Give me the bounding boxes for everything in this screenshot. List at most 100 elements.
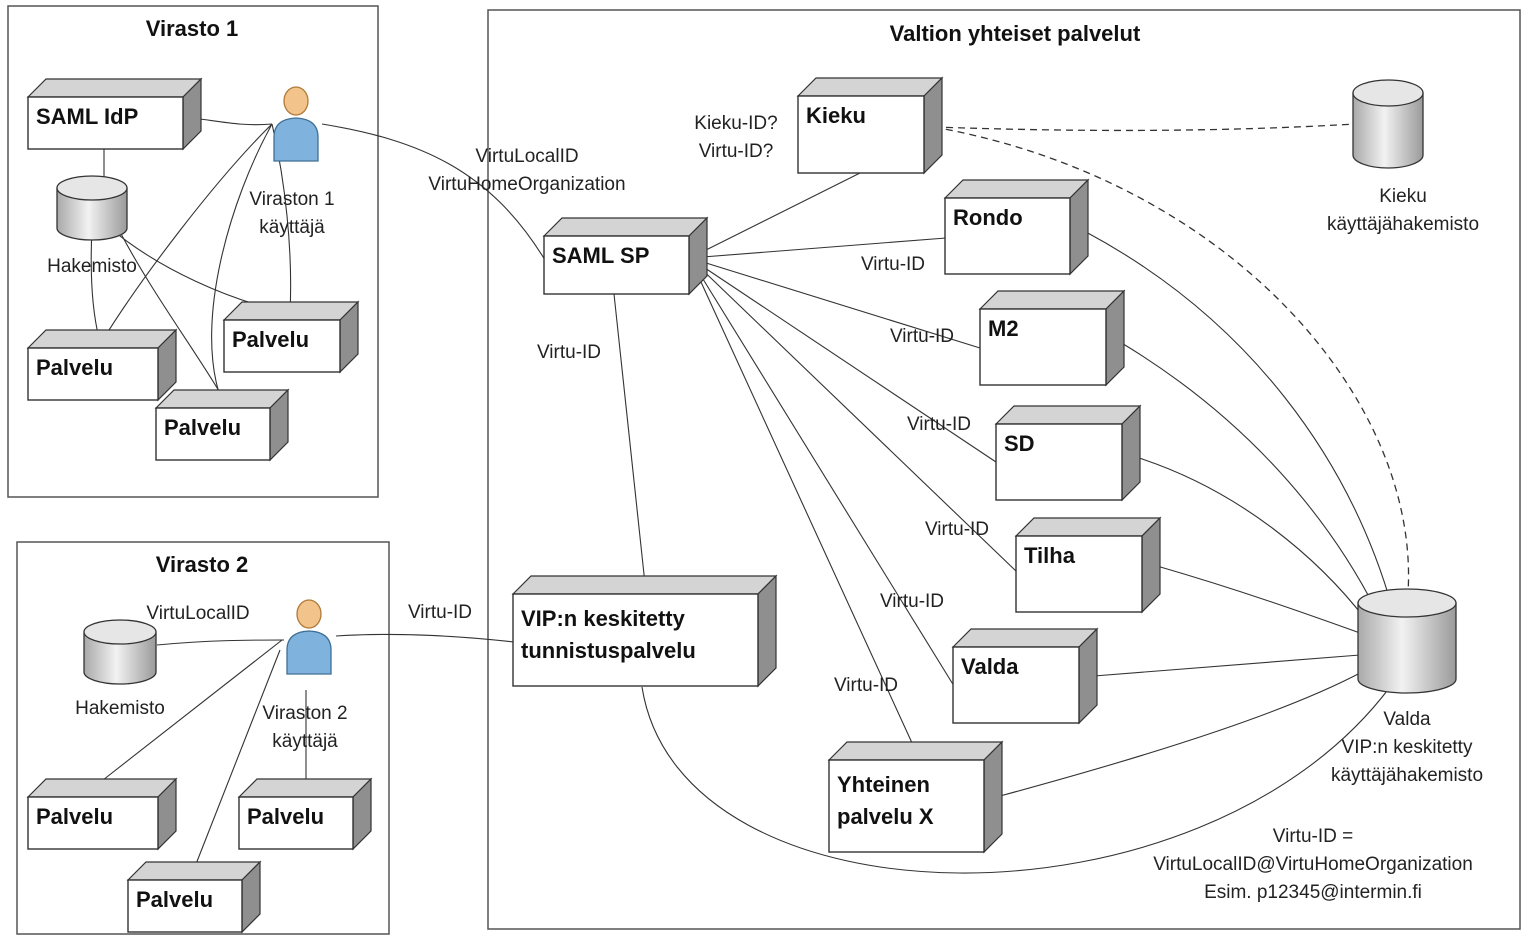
vip-tunnistus-node-top (511, 575, 778, 595)
valda-db-label-line2: VIP:n keskitetty (1342, 737, 1473, 758)
v1-palvelu-a-node-label: Palvelu (36, 355, 113, 380)
kieku-node-top (796, 77, 944, 97)
vip-tunnistus-node-label-line2: tunnistuspalvelu (521, 638, 696, 663)
v1-palvelu-a-node-face (27, 347, 159, 401)
m2-node-label: M2 (988, 316, 1019, 341)
yhteinen-palvelu-node-label-line2: palvelu X (837, 804, 934, 829)
saml-sp-node-top (542, 217, 709, 237)
edge-user1-saml-sp (321, 123, 546, 261)
saml-sp-node: SAML SP (542, 216, 709, 296)
vip-tunnistus-node-side (757, 574, 777, 688)
m2-node-top (978, 290, 1126, 310)
edge-sp-tilha (689, 257, 1019, 574)
edge-m2-valda-db (1119, 341, 1377, 611)
sd-node-top (994, 405, 1142, 425)
label-kieku-id-q: Kieku-ID? (694, 113, 777, 134)
v1-palvelu-a-node: Palvelu (26, 328, 178, 402)
edge-hakemisto1-palvelu-c (117, 227, 223, 397)
yhteinen-palvelu-node-face (828, 759, 985, 853)
label-virtu-id-q: Virtu-ID? (699, 141, 774, 162)
kieku-node-face (797, 95, 925, 174)
saml-idp-node-label: SAML IdP (36, 104, 138, 129)
valda-node-label: Valda (961, 654, 1019, 679)
edge-sd-valda-db (1135, 456, 1367, 621)
edge-sp-m2 (689, 257, 981, 349)
user2-label-line1: Viraston 2 (262, 703, 347, 724)
v1-palvelu-c-node-face (155, 407, 271, 461)
user-1-icon (273, 86, 319, 162)
connections (90, 116, 1410, 874)
edge-vip-valda-db (641, 686, 1391, 874)
yhteinen-palvelu-node-top (827, 741, 1004, 761)
v1-palvelu-b-node-label: Palvelu (232, 327, 309, 352)
label-tilha: Virtu-ID (925, 519, 989, 540)
user1-label-line2: käyttäjä (259, 217, 325, 238)
v1-palvelu-c-node-top (154, 389, 290, 409)
hakemisto-2-db-icon (83, 619, 157, 685)
m2-node: M2 (978, 289, 1126, 387)
label-m2: Virtu-ID (890, 326, 954, 347)
edge-hakemisto1-palvelu-a (90, 227, 100, 339)
labels: Viraston 1 käyttäjä Hakemisto VirtuLocal… (47, 113, 1483, 903)
user1-label-line1: Viraston 1 (249, 189, 334, 210)
v2-palvelu-c-node-label: Palvelu (136, 887, 213, 912)
note-line3: Esim. p12345@intermin.fi (1204, 882, 1422, 903)
virasto-2-title: Virasto 2 (156, 552, 249, 577)
edge-hakemisto2-user2 (156, 639, 285, 646)
tilha-node-top (1014, 517, 1162, 537)
edge-sp-sd (689, 257, 997, 463)
edge-user1-palvelu-a (103, 123, 273, 339)
icons (56, 79, 1457, 694)
edge-user2-palvelu-c (195, 649, 281, 865)
kieku-db-icon (1352, 79, 1424, 169)
label-sd: Virtu-ID (907, 414, 971, 435)
edge-yhteinen-valda-db (999, 671, 1363, 797)
v2-palvelu-b-node-label: Palvelu (247, 804, 324, 829)
label-virtuhomeorganization: VirtuHomeOrganization (428, 174, 625, 195)
rondo-node: Rondo (943, 178, 1090, 276)
valda-db-label-line3: käyttäjähakemisto (1331, 765, 1483, 786)
v1-palvelu-b-node-top (222, 301, 360, 321)
edge-valda-valda-db (1093, 654, 1361, 677)
user-2-icon (286, 599, 332, 675)
note-line2: VirtuLocalID@VirtuHomeOrganization (1153, 854, 1473, 875)
saml-idp-node: SAML IdP (26, 77, 203, 151)
label-rondo: Virtu-ID (861, 254, 925, 275)
saml-idp-node-face (27, 96, 184, 150)
v2-palvelu-b-node: Palvelu (237, 777, 373, 851)
note-line1: Virtu-ID = (1273, 826, 1353, 847)
kieku-db-label-line1: Kieku (1379, 186, 1427, 207)
v1-palvelu-c-node: Palvelu (154, 388, 290, 462)
v1-palvelu-b-node-face (223, 319, 341, 373)
rondo-node-label: Rondo (953, 205, 1023, 230)
tilha-node-label: Tilha (1024, 543, 1076, 568)
label-v2-vip: Virtu-ID (408, 602, 472, 623)
valda-node: Valda (951, 627, 1099, 725)
edge-user1-palvelu-c (211, 123, 273, 397)
edge-sp-kieku (689, 172, 861, 259)
rondo-node-face (944, 197, 1071, 275)
hakemisto1-label: Hakemisto (47, 256, 137, 277)
edge-kieku-valda-db (933, 126, 1410, 594)
valtion-title: Valtion yhteiset palvelut (890, 21, 1141, 46)
v2-palvelu-a-node-label: Palvelu (36, 804, 113, 829)
edge-sp-vip (613, 293, 647, 594)
v1-palvelu-c-node-label: Palvelu (164, 415, 241, 440)
v2-palvelu-a-node: Palvelu (26, 777, 178, 851)
hakemisto-1-db-icon (56, 175, 128, 241)
vip-tunnistus-node-label-line1: VIP:n keskitetty (521, 606, 686, 631)
valda-db-icon (1357, 588, 1457, 694)
edge-kieku-kieku-db (933, 123, 1356, 132)
sd-node-face (995, 423, 1123, 501)
region-virasto-1 (7, 5, 379, 498)
v2-palvelu-b-node-top (237, 778, 373, 798)
label-valda: Virtu-ID (880, 591, 944, 612)
edge-sp-rondo (689, 237, 947, 259)
edge-user2-vip (335, 633, 515, 643)
saml-sp-node-face (543, 235, 690, 295)
virasto-1-title: Virasto 1 (146, 16, 239, 41)
yhteinen-palvelu-node-side (983, 740, 1003, 854)
v1-palvelu-b-node: Palvelu (222, 300, 360, 374)
